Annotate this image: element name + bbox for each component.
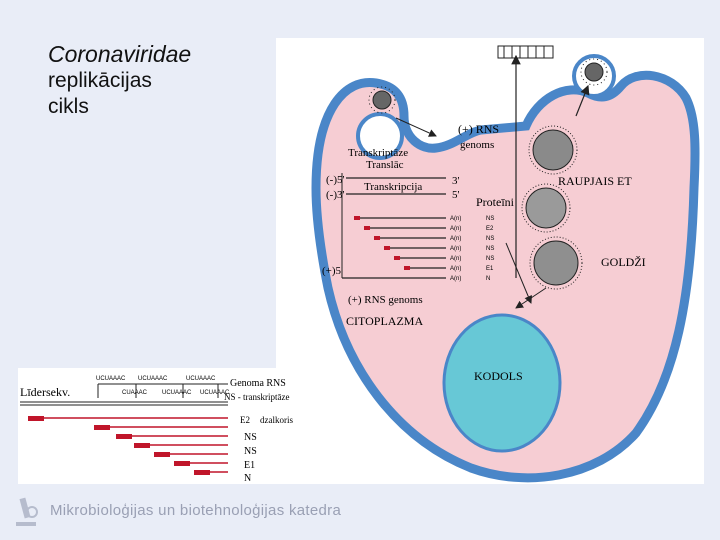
three-prime-label: 3' — [452, 175, 460, 187]
mrna-end-2: A(n) — [450, 226, 461, 232]
rough-er-icon — [528, 125, 578, 175]
department-name: Mikrobioloģijas un biotehnoloģijas kated… — [50, 502, 342, 519]
minus-3-label: (-)3' — [326, 189, 344, 201]
seq-label-mid-1: CUAAAC — [122, 390, 148, 396]
minus-5-label: (-)5' — [326, 174, 344, 186]
seq-label-top-3: UCUAAAC — [186, 376, 216, 382]
replication-cycle-diagram: (+) RNS genoms Transkriptāze Translāc (-… — [276, 38, 704, 484]
title-line-1: replikācijas — [48, 69, 152, 92]
plus-rna-genome-bottom-label: (+) RNS genoms — [348, 294, 423, 306]
subgenomic-mrna-ladder: A(n) A(n) A(n) A(n) A(n) A(n) A(n) NS E2… — [354, 216, 494, 282]
golgi-apparatus-icon — [529, 236, 583, 290]
leader-sequence-label: Līdersekv. — [20, 385, 70, 399]
protein-code-2: E2 — [486, 226, 494, 232]
seq-label-top-1: UCUAAAC — [96, 376, 126, 382]
protein-code-1: NS — [486, 216, 494, 222]
virion-entering-icon — [368, 86, 396, 114]
footer: Mikrobioloģijas un biotehnoloģijas kated… — [12, 490, 712, 534]
family-name: Coronaviridae — [48, 41, 192, 67]
virion-exiting-icon — [580, 58, 608, 86]
seq-label-mid-3: UCUAAAC — [200, 390, 230, 396]
rough-er-label: RAUPJAIS ET — [558, 174, 632, 188]
microscope-icon — [16, 497, 38, 526]
entering-virus-vesicle — [356, 112, 404, 160]
mrna-end-4: A(n) — [450, 246, 461, 252]
ns-transcriptase-label: NS - transkriptāze — [224, 392, 289, 402]
plus-rna-genome-label: (+) RNS — [458, 122, 499, 136]
e2-label: E2 — [240, 415, 250, 425]
releasing-factor-label: dzalkoris — [260, 415, 293, 425]
cytoplasm-label: CITOPLAZMA — [346, 314, 423, 328]
genome-diagram-lines — [20, 383, 228, 406]
genome-word-label: genoms — [460, 139, 494, 151]
protein-code-4: NS — [486, 246, 494, 252]
transcriptase-label: Transkriptāze — [348, 147, 408, 159]
protein-code-6: E1 — [486, 266, 494, 272]
cell-membrane — [311, 70, 700, 483]
rna-strands — [341, 173, 446, 279]
mrna-end-3: A(n) — [450, 236, 461, 242]
mrna-end-6: A(n) — [450, 266, 461, 272]
nucleus-label: KODOLS — [474, 369, 523, 383]
five-prime-label: 5' — [452, 189, 460, 201]
mrna-end-5: A(n) — [450, 256, 461, 262]
seq-label-top-2: UCUAAAC — [138, 376, 168, 382]
released-virions — [497, 45, 554, 59]
mrna-end-1: A(n) — [450, 216, 461, 222]
transcription-label: Transkripcija — [364, 181, 422, 193]
entry-arrow — [395, 117, 437, 137]
proteins-label: Proteīni — [476, 195, 515, 209]
e1-label: E1 — [244, 460, 255, 471]
protein-code-3: NS — [486, 236, 494, 242]
assembly-arrow — [505, 242, 532, 304]
title-line-2: cikls — [48, 95, 89, 118]
protein-code-5: NS — [486, 256, 494, 262]
ns-label-2: NS — [244, 446, 257, 457]
genome-rna-label: Genoma RNS — [230, 378, 286, 389]
ns-label-1: NS — [244, 432, 257, 443]
slide-title: Coronaviridae replikācijas cikls — [48, 40, 278, 120]
protein-code-7: N — [486, 276, 490, 282]
n-label: N — [244, 473, 251, 484]
golgi-virion-icon — [521, 183, 571, 233]
genome-organization-panel: Līdersekv. Genoma RNS NS - transkriptāze… — [18, 368, 310, 484]
translation-label: Translāc — [366, 159, 404, 171]
plus-5-label: (+)5' — [322, 265, 343, 277]
nucleus — [442, 313, 562, 453]
seq-label-mid-2: UCUAAAC — [162, 390, 192, 396]
golgi-label: GOLDŽI — [601, 255, 646, 269]
budding-arrow — [575, 84, 590, 117]
golgi-arrow — [515, 287, 547, 309]
mrna-end-7: A(n) — [450, 276, 461, 282]
subgenomic-rna-bars — [28, 416, 228, 475]
